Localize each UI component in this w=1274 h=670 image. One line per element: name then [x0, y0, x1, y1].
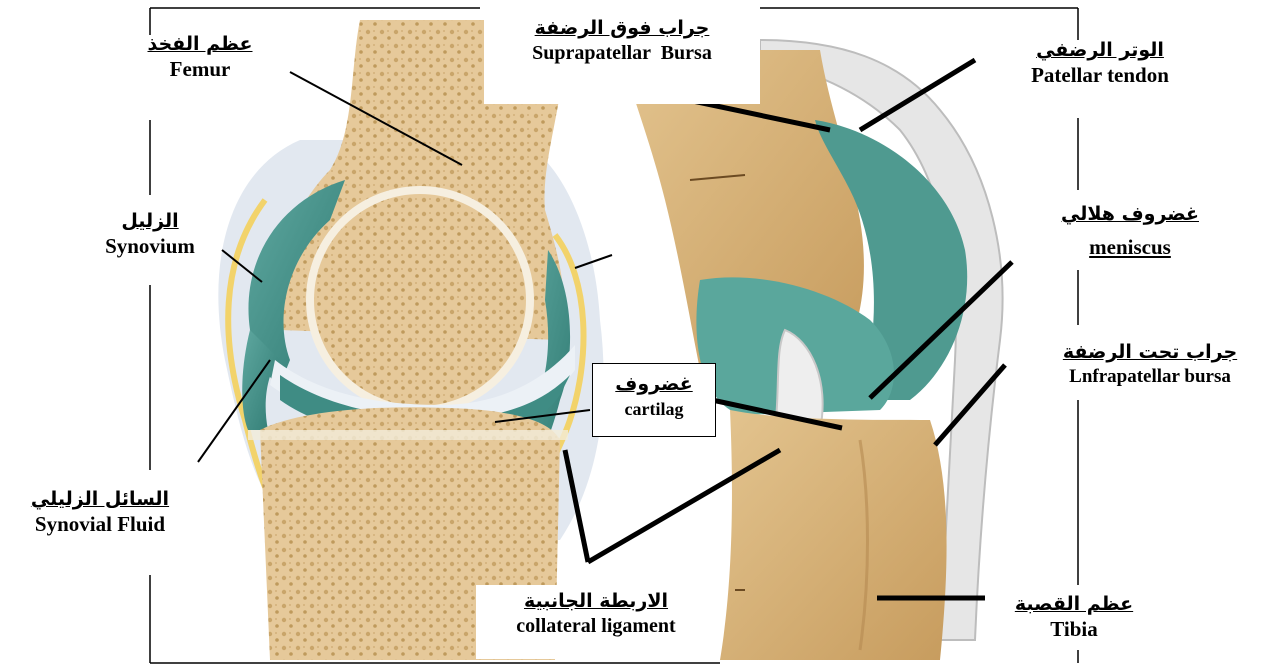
femur-label-en: Femur	[110, 56, 290, 82]
infrapatellar-label: جراب تحت الرضفة Lnfrapatellar bursa	[1030, 340, 1270, 390]
suprapatellar-label: جراب فوق الرضفة Suprapatellar Bursa	[484, 10, 760, 104]
cartilage-label-en: cartilag	[593, 396, 715, 422]
collateral-label-en: collateral ligament	[476, 613, 716, 639]
schematic-joint	[218, 20, 603, 660]
anatomical-knee	[620, 40, 1003, 660]
tibia-label-ar: عظم القصبة	[1004, 592, 1144, 616]
patellar-tendon-label-en: Patellar tendon	[1000, 62, 1200, 88]
infrapatellar-label-ar: جراب تحت الرضفة	[1030, 340, 1270, 364]
suprapatellar-label-en: Suprapatellar Bursa	[484, 40, 760, 66]
meniscus-label-en: meniscus	[1030, 234, 1230, 260]
synovium-label-en: Synovium	[50, 233, 250, 259]
meniscus-label-ar: غضروف هلالي	[1030, 202, 1230, 226]
cartilage-label-ar: غضروف	[593, 372, 715, 396]
femur-label: عظم الفخذ Femur	[110, 32, 290, 82]
synovial-fluid-label-ar: السائل الزليلي	[0, 487, 200, 511]
synovium-label: الزليل Synovium	[50, 209, 250, 259]
patellar-tendon-label-ar: الوتر الرضفي	[1000, 38, 1200, 62]
cartilage-label: غضروف cartilag	[592, 363, 716, 437]
meniscus-label: غضروف هلالي meniscus	[1030, 202, 1230, 260]
synovial-fluid-label-en: Synovial Fluid	[0, 511, 200, 537]
tibia-label-en: Tibia	[1004, 616, 1144, 642]
collateral-label-ar: الاربطة الجانبية	[476, 589, 716, 613]
infrapatellar-label-en: Lnfrapatellar bursa	[1030, 364, 1270, 390]
patellar-tendon-label: الوتر الرضفي Patellar tendon	[1000, 38, 1200, 88]
tibia-label: عظم القصبة Tibia	[1004, 592, 1144, 642]
synovium-label-ar: الزليل	[50, 209, 250, 233]
collateral-label: الاربطة الجانبية collateral ligament	[476, 585, 716, 659]
synovial-fluid-label: السائل الزليلي Synovial Fluid	[0, 487, 200, 537]
suprapatellar-label-ar: جراب فوق الرضفة	[484, 16, 760, 40]
femur-label-ar: عظم الفخذ	[110, 32, 290, 56]
